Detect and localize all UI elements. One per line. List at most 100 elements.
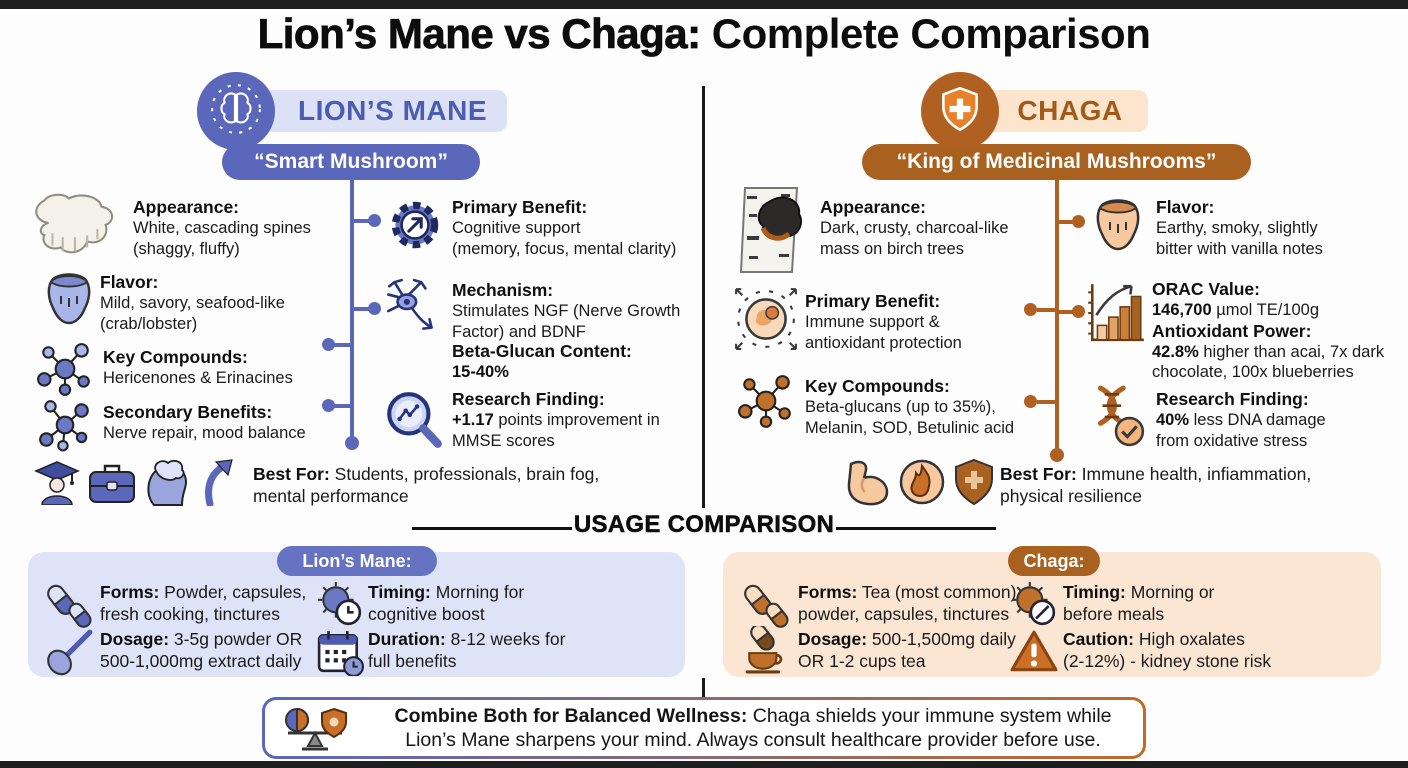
lion-name-label: LION’S MANE — [297, 95, 488, 126]
head-brain-icon — [142, 456, 190, 511]
molecule-icon — [36, 398, 94, 457]
item-heading: Research Finding: — [1156, 389, 1309, 409]
item-heading: Secondary Benefits: — [103, 402, 273, 422]
tongue-icon — [45, 267, 93, 332]
cell-icon — [733, 286, 799, 357]
chaga-branch — [1059, 220, 1077, 224]
chaga-usage-forms: Forms: Tea (most common), powder, capsul… — [798, 582, 1022, 624]
item-heading: Mechanism: — [452, 280, 554, 300]
capsule-teacup-icon — [743, 623, 791, 679]
chaga-best-for: Best For: Immune health, infiammation, p… — [1000, 464, 1312, 506]
sun-clock-icon — [1010, 580, 1058, 633]
lion-branch-dot — [368, 214, 381, 227]
chaga-item-flavor: Flavor: Earthy, smoky, slightly bitter w… — [1156, 197, 1323, 258]
lion-item-betaglucan: Beta-Glucan Content: 15-40% — [452, 341, 632, 381]
lion-item-research: Research Finding: +1.17 points improveme… — [452, 389, 660, 450]
mushroom-icon — [28, 192, 126, 265]
chaga-name-label: CHAGA — [1017, 95, 1123, 126]
usage-header-line-right — [836, 527, 996, 530]
growth-chart-icon — [1084, 280, 1148, 351]
center-divider — [702, 86, 705, 508]
flame-icon — [898, 458, 946, 511]
brain-icon — [209, 82, 263, 141]
sun-clock-icon — [316, 580, 364, 633]
page-title: Lion’s Mane vs Chaga: Complete Compariso… — [0, 10, 1408, 58]
bicep-icon — [843, 458, 891, 511]
lion-tagline-label: “Smart Mushroom” — [254, 150, 448, 173]
title-part2: Complete Comparison — [700, 10, 1151, 57]
warning-icon — [1010, 628, 1058, 681]
item-heading: ORAC Value: — [1152, 279, 1260, 299]
lion-branch — [332, 343, 350, 347]
molecule-icon — [737, 374, 795, 433]
usage-header-line-left — [412, 527, 572, 530]
shield-plus-icon — [934, 83, 986, 140]
lion-branch-dot — [368, 302, 381, 315]
item-heading: Key Compounds: — [103, 347, 248, 367]
chaga-branch-dot — [1072, 215, 1085, 228]
lion-item-secondary: Secondary Benefits: Nerve repair, mood b… — [103, 402, 306, 442]
lion-branch — [354, 219, 372, 223]
lion-item-compounds: Key Compounds: Hericenones & Erinacines — [103, 347, 293, 387]
chaga-usage-timing: Timing: Morning or before meals — [1063, 582, 1215, 624]
item-heading: Flavor: — [1156, 197, 1215, 217]
item-heading: Primary Benefit: — [452, 197, 588, 217]
lion-item-primary: Primary Benefit: Cognitive support (memo… — [452, 197, 677, 258]
balance-brain-shield-icon — [282, 706, 366, 757]
lion-usage-dosage: Dosage: 3-5g powder OR 500-1,000mg extra… — [100, 629, 303, 671]
lion-usage-forms: Forms: Powder, capsules, fresh cooking, … — [100, 582, 307, 624]
chaga-connector-line — [1055, 180, 1059, 452]
chaga-branch — [1037, 308, 1055, 312]
lion-item-mechanism: Mechanism: Stimulates NGF (Nerve Growth … — [452, 280, 681, 341]
item-heading: Antioxidant Power: — [1152, 320, 1312, 341]
chaga-branch-dot — [1024, 303, 1037, 316]
chaga-item-research: Research Finding: 40% less DNA damage fr… — [1156, 389, 1326, 450]
graduate-icon — [34, 457, 80, 510]
capsules-icon — [46, 582, 94, 635]
item-heading: Beta-Glucan Content: — [452, 341, 632, 361]
chaga-item-appearance: Appearance: Dark, crusty, charcoal-like … — [820, 197, 1009, 258]
magnifier-chart-icon — [382, 388, 446, 457]
item-heading: Appearance: — [133, 197, 240, 217]
briefcase-icon — [88, 460, 136, 509]
chaga-usage-dosage: Dosage: 500-1,500mg daily OR 1-2 cups te… — [798, 629, 1016, 671]
lion-tagline-pill: “Smart Mushroom” — [222, 144, 480, 180]
lion-branch — [354, 307, 372, 311]
lion-connector-line — [350, 180, 354, 440]
lion-best-for: Best For: Students, professionals, brain… — [253, 464, 600, 506]
chaga-branch — [1059, 310, 1077, 314]
lion-branch-dot — [322, 338, 335, 351]
lion-name-pill: LION’S MANE — [240, 90, 507, 132]
bottom-letterbox-bar — [0, 761, 1408, 768]
footer-note-box — [262, 697, 1146, 759]
shield-icon — [952, 457, 996, 512]
birch-chaga-icon — [735, 184, 805, 281]
chaga-tagline-label: “King of Medicinal Mushrooms” — [896, 150, 1217, 173]
title-part1: Lion’s Mane vs Chaga: — [257, 10, 701, 58]
lion-branch — [332, 404, 350, 408]
lion-usage-pill: Lion’s Mane: — [277, 546, 437, 576]
center-divider-lower — [702, 678, 705, 698]
chaga-branch-dot — [1024, 395, 1037, 408]
neuron-icon — [380, 276, 444, 347]
dna-check-icon — [1084, 384, 1148, 453]
lion-branch-dot — [322, 399, 335, 412]
top-letterbox-bar — [0, 0, 1408, 9]
lion-item-flavor: Flavor: Mild, savory, seafood-like (crab… — [100, 272, 285, 333]
calendar-clock-icon — [316, 628, 364, 681]
lion-usage-duration: Duration: 8-12 weeks for full benefits — [368, 629, 566, 671]
gear-arrow-icon — [384, 194, 446, 261]
chaga-branch-dot — [1072, 305, 1085, 318]
chaga-usage-caution: Caution: High oxalates (2-12%) - kidney … — [1063, 629, 1272, 671]
footer-note-text: Combine Both for Balanced Wellness: Chag… — [394, 705, 1112, 751]
chaga-usage-pill: Chaga: — [1008, 546, 1100, 576]
chaga-connector-dot — [1050, 448, 1064, 462]
capsules-icon — [743, 582, 791, 635]
item-heading: Flavor: — [100, 272, 159, 292]
chaga-badge-circle — [921, 72, 999, 150]
growth-arrow-icon — [198, 456, 238, 511]
chaga-item-compounds: Key Compounds: Beta-glucans (up to 35%),… — [805, 376, 1015, 437]
item-heading: Key Compounds: — [805, 376, 950, 396]
item-heading: Primary Benefit: — [805, 291, 941, 311]
